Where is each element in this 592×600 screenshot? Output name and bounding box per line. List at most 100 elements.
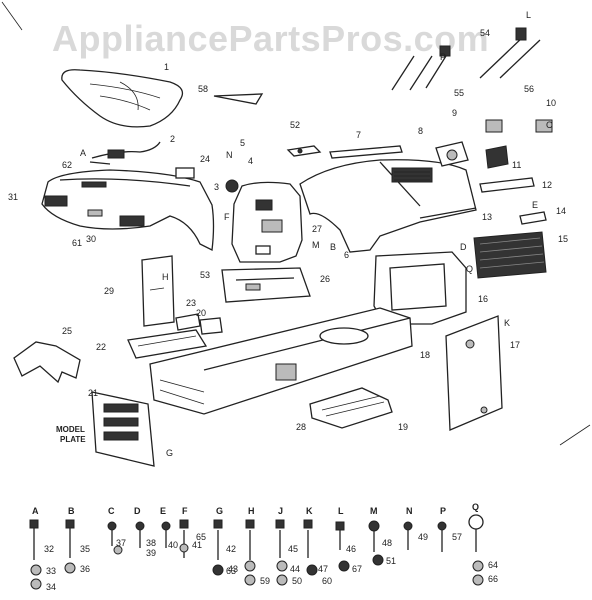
part-label: 45 — [288, 544, 298, 554]
part-label: 23 — [186, 298, 196, 308]
hardware-row — [29, 514, 484, 590]
part-frame-plate — [91, 391, 155, 467]
part-label: 24 — [200, 154, 210, 164]
part-label: 13 — [482, 212, 492, 222]
part-label: 15 — [558, 234, 568, 244]
part-label: 11 — [512, 160, 521, 170]
part-rods — [391, 27, 541, 91]
part-label: 39 — [146, 548, 156, 558]
part-label: 53 — [200, 270, 210, 280]
hardware-letter: E — [160, 506, 166, 516]
part-label: 47 — [318, 564, 328, 574]
part-label: 64 — [488, 560, 498, 570]
part-label: 18 — [420, 350, 430, 360]
part-dash-console — [231, 181, 303, 263]
part-label: 67 — [352, 564, 362, 574]
part-grille-screen — [473, 211, 547, 279]
part-side-panel-left — [141, 255, 175, 327]
hardware-letters: A B C D E F G H J K L M N P Q — [32, 502, 479, 516]
part-lamp — [485, 145, 509, 169]
part-strip — [479, 177, 535, 193]
callout-letter: C — [546, 120, 553, 130]
hardware-letter: D — [134, 506, 141, 516]
model-plate-label: MODEL — [56, 425, 85, 434]
part-knob — [225, 179, 239, 193]
part-label: 60 — [322, 576, 332, 586]
part-cable-harness — [89, 141, 161, 165]
part-label: 14 — [556, 206, 566, 216]
part-mount-bracket — [221, 267, 311, 303]
model-plate-label: PLATE — [60, 435, 86, 444]
part-label: 21 — [88, 388, 98, 398]
part-label: 38 — [146, 538, 156, 548]
hardware-letter: F — [182, 506, 188, 516]
part-label: 1 — [164, 62, 169, 72]
part-label: 51 — [386, 556, 396, 566]
part-label: 36 — [80, 564, 90, 574]
watermark-text: AppliancePartsPros.com — [52, 18, 490, 59]
part-label: 58 — [198, 84, 208, 94]
part-label: 12 — [542, 180, 552, 190]
part-gauge-housing — [435, 141, 469, 167]
callout-letter: L — [526, 10, 531, 20]
part-label: 46 — [346, 544, 356, 554]
part-label: 33 — [46, 566, 56, 576]
part-label: 10 — [546, 98, 556, 108]
part-label: 3 — [214, 182, 219, 192]
part-label: 9 — [452, 108, 457, 118]
part-label: 22 — [96, 342, 106, 352]
part-label: 62 — [62, 160, 72, 170]
callout-letter: K — [504, 318, 510, 328]
part-label: 43 — [228, 564, 238, 574]
part-label: 34 — [46, 582, 56, 592]
hardware-letter: C — [108, 506, 115, 516]
part-label: 52 — [290, 120, 300, 130]
part-label: 2 — [170, 134, 175, 144]
hardware-letter: G — [216, 506, 223, 516]
part-label: 50 — [292, 576, 302, 586]
part-label: 19 — [398, 422, 408, 432]
part-label: 61 — [72, 238, 82, 248]
part-front-hood — [41, 169, 215, 251]
hardware-letter: A — [32, 506, 39, 516]
part-label: 65 — [196, 532, 206, 542]
callout-letter: D — [460, 242, 467, 252]
part-label: 29 — [104, 286, 114, 296]
part-label: 44 — [290, 564, 300, 574]
part-label: 4 — [248, 156, 253, 166]
part-small-bracket — [175, 313, 201, 331]
hardware-letter: J — [278, 506, 283, 516]
callout-letter: P — [440, 52, 446, 62]
hardware-letter: M — [370, 506, 378, 516]
part-label: 59 — [260, 576, 270, 586]
callout-letter: F — [224, 212, 230, 222]
part-label: 16 — [478, 294, 488, 304]
part-fender-body — [299, 159, 477, 253]
part-label: 8 — [418, 126, 423, 136]
part-label: 35 — [80, 544, 90, 554]
hardware-letter: P — [440, 506, 446, 516]
part-label: 31 — [8, 192, 18, 202]
part-label: 37 — [116, 538, 126, 548]
part-label: 48 — [382, 538, 392, 548]
part-label: 7 — [356, 130, 361, 140]
callout-letter: N — [226, 150, 233, 160]
part-label: 42 — [226, 544, 236, 554]
corner-mark — [559, 424, 591, 446]
part-frame-rail — [149, 307, 413, 415]
part-label: 27 — [312, 224, 322, 234]
callout-letters: A B C D E F G H K L M N P Q — [80, 10, 553, 458]
part-number-labels: 1 2 3 4 5 6 7 8 9 10 11 12 13 14 15 16 1… — [8, 28, 568, 592]
callout-letter: E — [532, 200, 538, 210]
part-label: 63 — [226, 566, 236, 576]
part-label: 56 — [524, 84, 534, 94]
hardware-letter: H — [248, 506, 255, 516]
hardware-letter: L — [338, 506, 344, 516]
hardware-letter: K — [306, 506, 313, 516]
part-front-bracket — [13, 341, 81, 384]
part-label: 17 — [510, 340, 520, 350]
part-label: 40 — [168, 540, 178, 550]
part-label: 30 — [86, 234, 96, 244]
